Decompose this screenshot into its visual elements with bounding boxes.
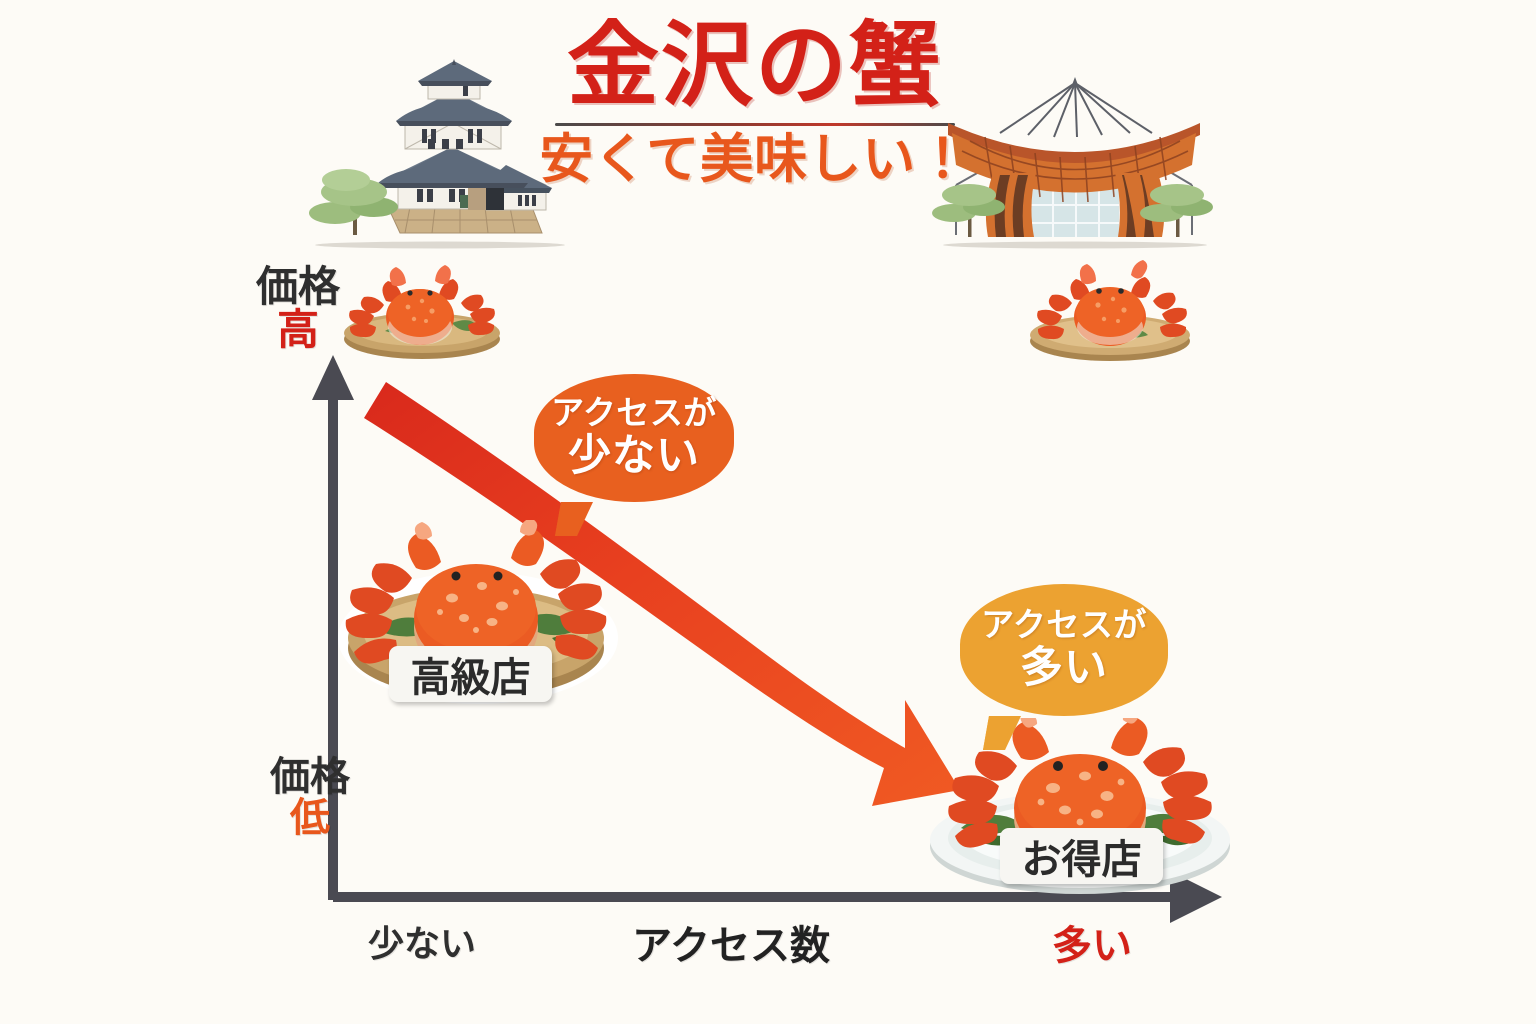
x-axis-right-label: 多い [1052,923,1132,969]
x-axis-left-label: 少ない [368,924,477,965]
page-title: 金沢の蟹 [566,12,943,119]
bubble-high-access: アクセスが 多い [960,584,1168,716]
crab-on-board-small-left-icon [344,265,500,359]
tsuzumi-gate-icon [932,77,1213,249]
title-divider [555,122,955,126]
header-banner: 金沢の蟹 安くて美味しい！ [0,0,1536,250]
pine-tree-icon [309,169,398,235]
crab-on-board-small-right-icon [1030,260,1190,361]
pine-tree-icon [1140,184,1213,237]
bubble-low-access: アクセスが 少ない [534,374,734,502]
y-axis-label-word: 価格 [270,754,350,800]
pine-tree-icon [932,184,1005,237]
bubble-line-2: 多い [1020,643,1108,694]
y-axis-label-word: 価格 [255,262,340,311]
kanazawa-castle-icon [309,59,565,249]
y-axis-low-label: 価格 低 [255,757,365,839]
title-block: 金沢の蟹 安くて美味しい！ [520,12,990,233]
tag-value-shop: お得店 [1000,828,1163,884]
x-axis-title: アクセス数 [632,923,830,969]
bubble-line-1: アクセスが [981,605,1147,645]
page-subtitle: 安くて美味しい！ [539,128,971,190]
y-axis-high-label: 価格 高 [243,262,353,354]
y-axis-high-value: 高 [276,304,319,354]
tag-premium-shop: 高級店 [389,646,552,702]
bubble-line-2: 少ない [568,431,700,482]
bubble-line-1: アクセスが [551,393,717,433]
y-axis-low-value: 低 [290,794,330,841]
